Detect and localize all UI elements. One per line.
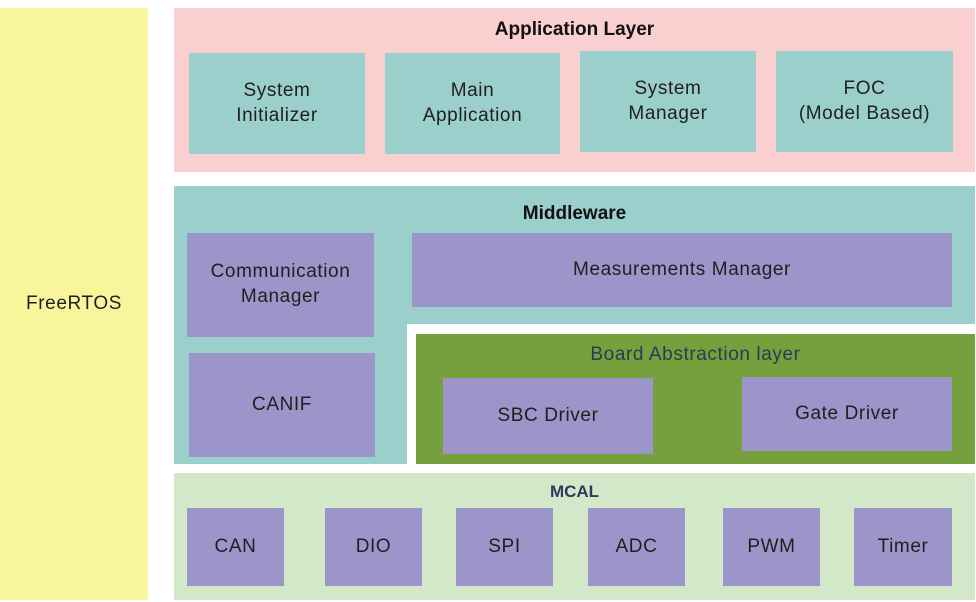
sbc-driver-block: SBC Driver	[443, 378, 653, 454]
freertos-block: FreeRTOS	[0, 8, 148, 600]
timer-block: Timer	[854, 508, 952, 586]
board-abstraction-layer: Board Abstraction layer SBC Driver Gate …	[416, 334, 975, 464]
foc-model-based-block: FOC (Model Based)	[776, 51, 953, 152]
dio-block: DIO	[325, 508, 422, 586]
system-manager-block: System Manager	[580, 51, 756, 152]
system-initializer-block: System Initializer	[189, 53, 365, 154]
middleware-title: Middleware	[522, 203, 627, 224]
board-abstraction-title: Board Abstraction layer	[590, 344, 801, 365]
application-layer: Application Layer System Initializer Mai…	[174, 8, 975, 172]
freertos-label: FreeRTOS	[26, 292, 122, 314]
pwm-block: PWM	[723, 508, 820, 586]
adc-block: ADC	[588, 508, 685, 586]
application-layer-title: Application Layer	[494, 19, 655, 40]
mcal-title: MCAL	[549, 482, 600, 501]
gate-driver-block: Gate Driver	[742, 377, 952, 451]
communication-manager-block: Communication Manager	[187, 233, 374, 337]
can-block: CAN	[187, 508, 284, 586]
main-application-block: Main Application	[385, 53, 560, 154]
canif-block: CANIF	[189, 353, 375, 457]
mcal-layer: MCAL CAN DIO SPI ADC PWM Timer	[174, 473, 975, 600]
spi-block: SPI	[456, 508, 553, 586]
measurements-manager-block: Measurements Manager	[412, 233, 952, 307]
